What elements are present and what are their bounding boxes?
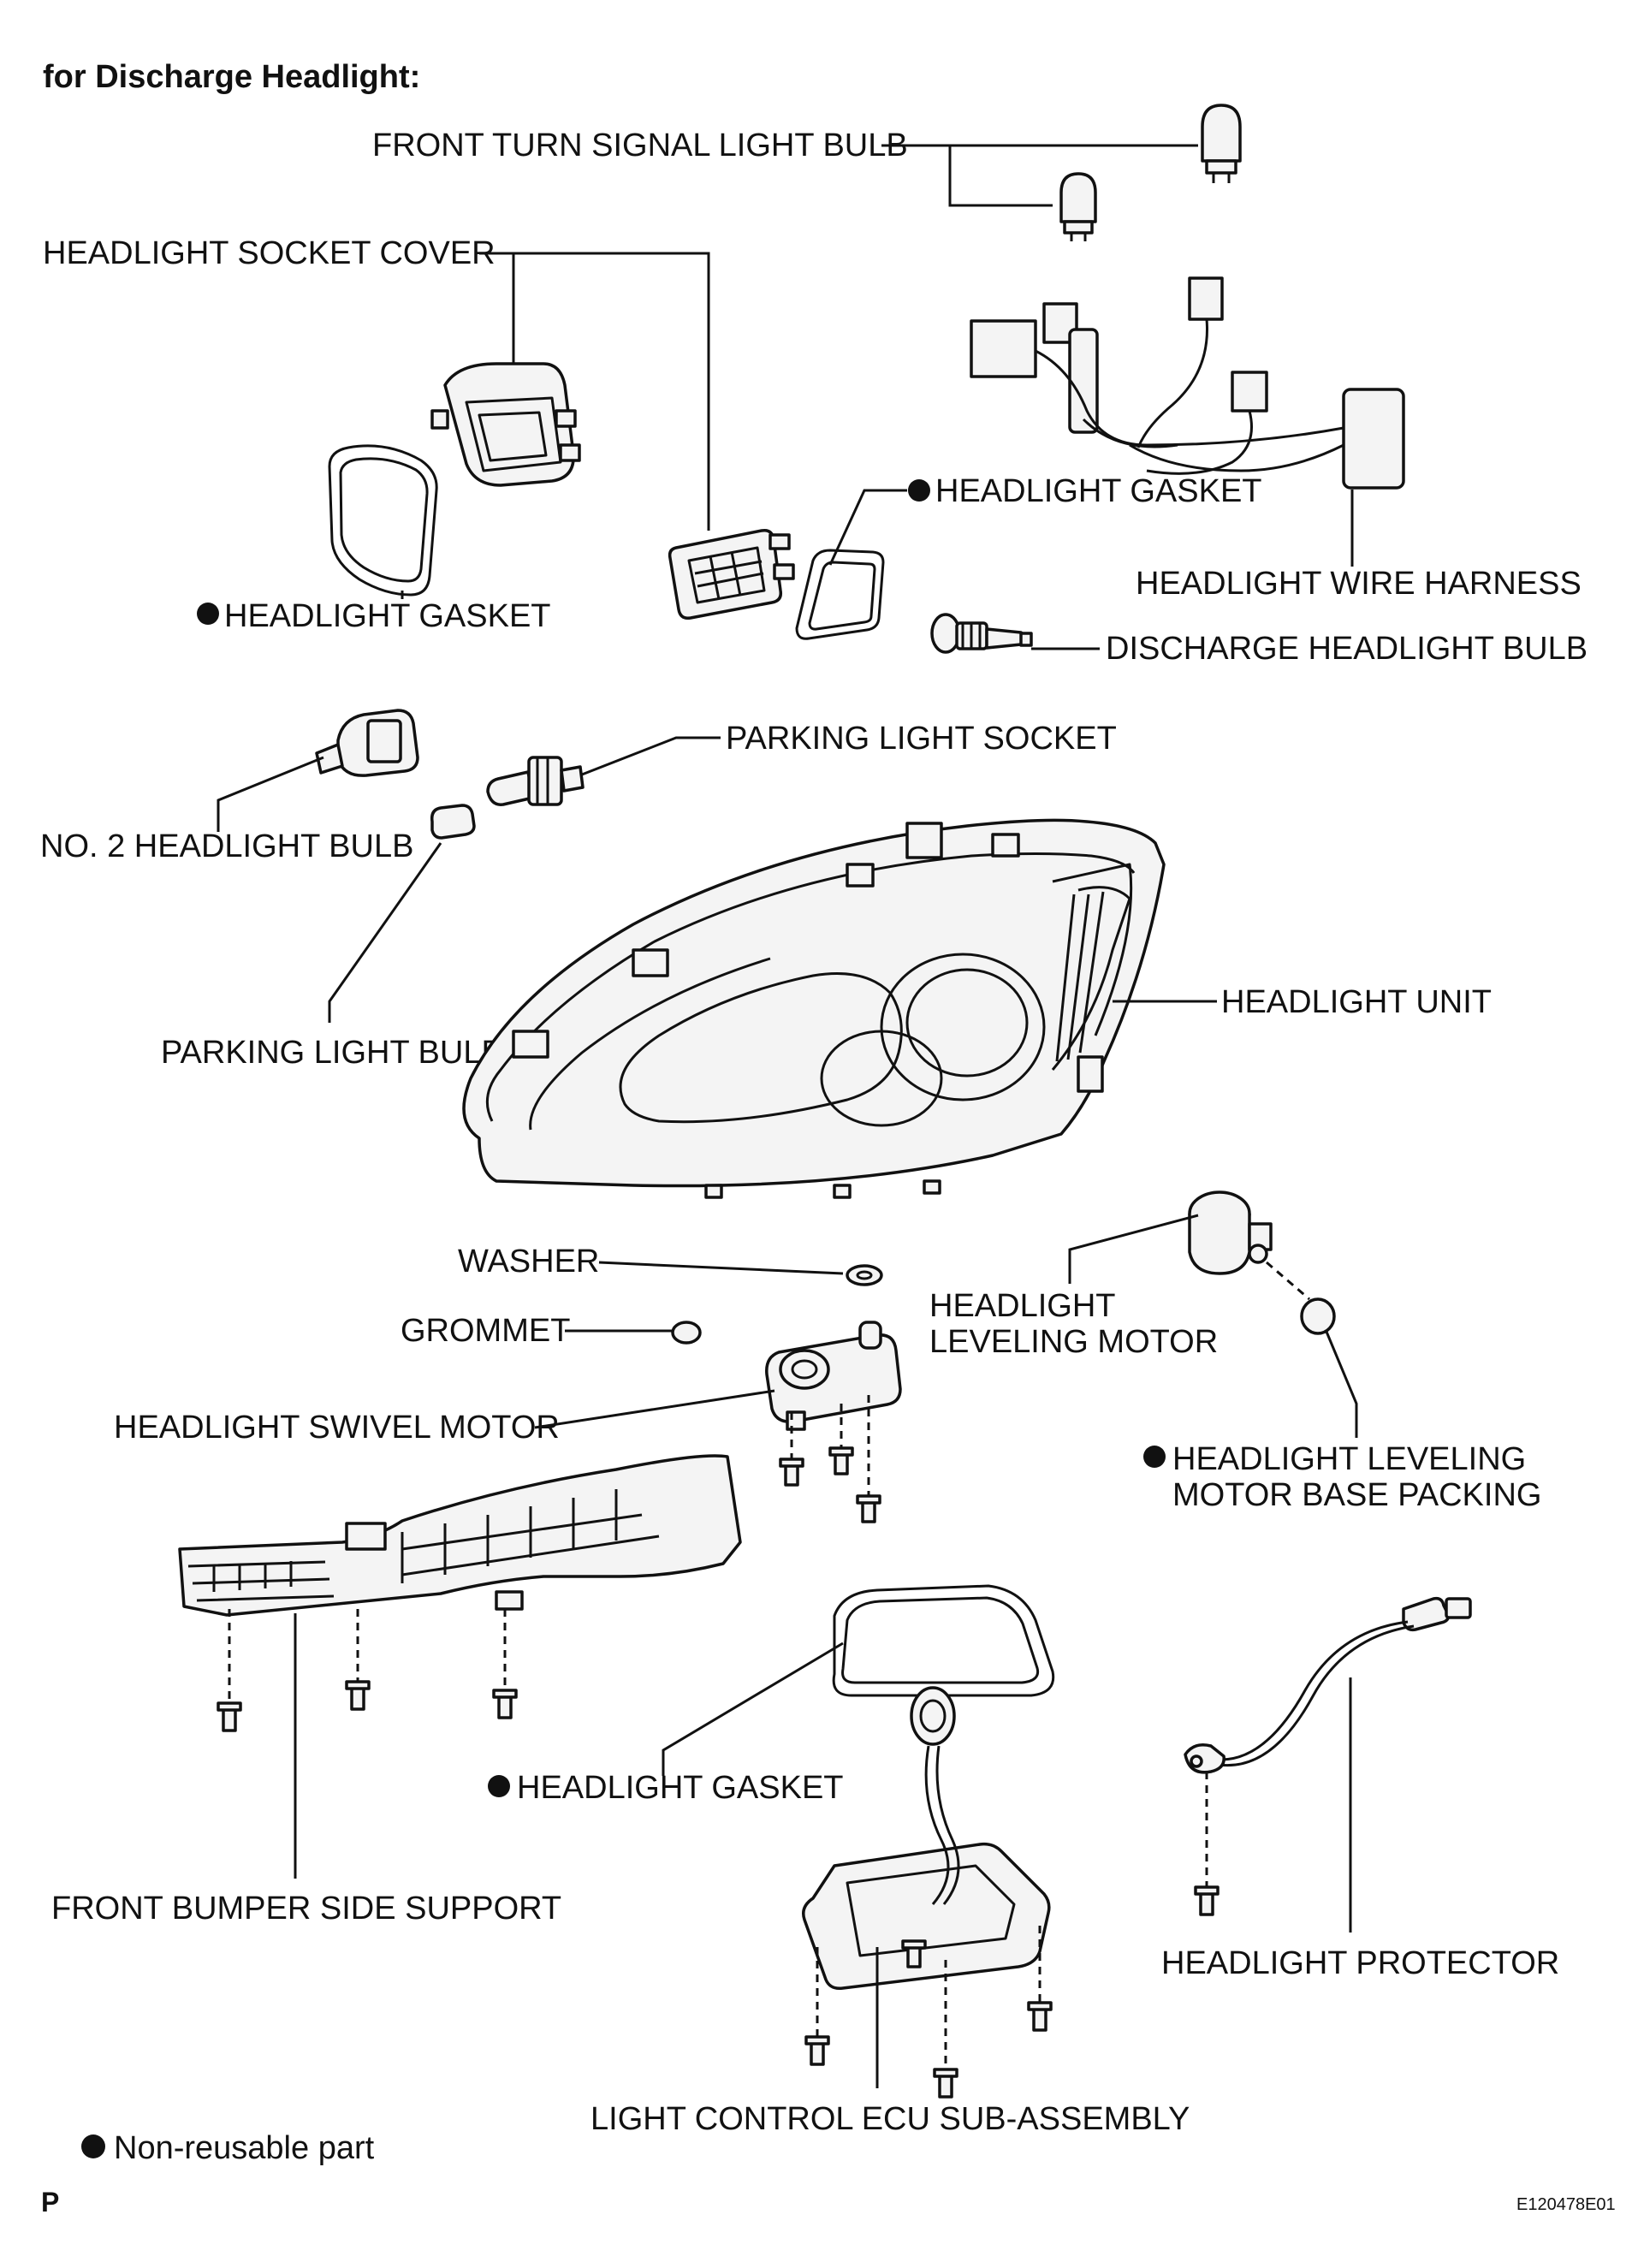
non-reusable-mark-icon — [197, 603, 219, 625]
light-control-ecu — [802, 1686, 1051, 1991]
non-reusable-mark-icon — [488, 1775, 510, 1797]
headlight-wire-harness-callout: HEADLIGHT WIRE HARNESS — [1136, 490, 1582, 602]
headlight-protector-callout: HEADLIGHT PROTECTOR — [1161, 1677, 1559, 1981]
label-no2-headlight-bulb: NO. 2 HEADLIGHT BULB — [40, 828, 413, 864]
washer-callout: WASHER — [458, 1244, 844, 1279]
figure-id: E120478E01 — [1516, 2195, 1616, 2214]
washer — [846, 1264, 883, 1286]
discharge-headlight-bulb-callout: DISCHARGE HEADLIGHT BULB — [1031, 631, 1587, 667]
label-headlight-unit: HEADLIGHT UNIT — [1221, 984, 1492, 1020]
parking-light-socket-callout: PARKING LIGHT SOCKET — [581, 721, 1117, 776]
no2-headlight-bulb — [315, 709, 419, 777]
label-parking-light-bulb: PARKING LIGHT BULB — [161, 1035, 503, 1071]
label-headlight-gasket-lower: HEADLIGHT GASKET — [517, 1770, 844, 1806]
headlight-gasket-left-callout: HEADLIGHT GASKET — [197, 591, 551, 634]
label-headlight-leveling-motor-2: LEVELING MOTOR — [929, 1324, 1218, 1360]
headlight-leveling-motor — [1188, 1190, 1273, 1275]
parking-light-bulb — [430, 804, 476, 840]
non-reusable-mark-icon — [1143, 1446, 1166, 1468]
bumper-support-screws — [217, 1609, 518, 1732]
label-base-packing-2: MOTOR BASE PACKING — [1172, 1477, 1541, 1513]
headlight-swivel-motor-callout: HEADLIGHT SWIVEL MOTOR — [114, 1389, 775, 1446]
diagram-title: for Discharge Headlight: — [43, 59, 420, 95]
headlight-gasket-upper-right-callout: HEADLIGHT GASKET — [828, 473, 1262, 566]
non-reusable-mark-icon — [81, 2134, 105, 2158]
headlight-unit-callout: HEADLIGHT UNIT — [1113, 984, 1492, 1020]
headlight-socket-cover — [430, 362, 581, 487]
non-reusable-mark-icon — [908, 479, 930, 502]
discharge-headlight-bulb — [930, 613, 1033, 654]
parking-light-socket — [486, 756, 585, 806]
protector-screw — [1194, 1772, 1220, 1916]
legend: Non-reusable part — [81, 2130, 375, 2166]
leveling-motor-base-packing-callout: HEADLIGHT LEVELING MOTOR BASE PACKING — [1143, 1331, 1541, 1513]
label-parking-light-socket: PARKING LIGHT SOCKET — [726, 721, 1117, 757]
headlight-gasket-upper-right-ring — [795, 549, 885, 640]
front-bumper-side-support-callout: FRONT BUMPER SIDE SUPPORT — [51, 1613, 561, 1927]
headlight-protector — [1184, 1596, 1472, 1774]
label-headlight-socket-cover: HEADLIGHT SOCKET COVER — [43, 235, 496, 271]
footer-code: P — [41, 2187, 59, 2218]
label-headlight-leveling-motor-1: HEADLIGHT — [929, 1288, 1115, 1324]
label-headlight-wire-harness: HEADLIGHT WIRE HARNESS — [1136, 566, 1582, 602]
grommet — [671, 1321, 702, 1345]
front-bumper-side-support — [178, 1454, 742, 1617]
label-front-turn-signal-light-bulb: FRONT TURN SIGNAL LIGHT BULB — [372, 128, 908, 163]
turn-signal-bulb-2 — [1059, 172, 1097, 241]
grommet-callout: GROMMET — [401, 1313, 672, 1349]
headlight-wire-harness — [970, 276, 1405, 490]
headlight-gasket-left-ring — [328, 444, 438, 597]
label-headlight-swivel-motor: HEADLIGHT SWIVEL MOTOR — [114, 1410, 560, 1446]
ecu-screws — [804, 1926, 1053, 2099]
label-discharge-headlight-bulb: DISCHARGE HEADLIGHT BULB — [1106, 631, 1587, 667]
headlight-gasket-lower-ring — [832, 1584, 1055, 1697]
label-base-packing-1: HEADLIGHT LEVELING — [1172, 1441, 1526, 1477]
label-headlight-gasket-upper-right: HEADLIGHT GASKET — [935, 473, 1262, 509]
label-headlight-protector: HEADLIGHT PROTECTOR — [1161, 1945, 1559, 1981]
legend-non-reusable-label: Non-reusable part — [114, 2130, 375, 2166]
headlight-socket-cover-callout: HEADLIGHT SOCKET COVER — [43, 235, 710, 531]
headlight-swivel-motor — [765, 1321, 902, 1431]
front-turn-signal-light-bulb-callout: FRONT TURN SIGNAL LIGHT BULB — [372, 128, 1198, 207]
light-control-ecu-callout: LIGHT CONTROL ECU SUB-ASSEMBLY — [590, 1947, 1190, 2137]
headlight-leveling-motor-callout: HEADLIGHT LEVELING MOTOR — [929, 1214, 1218, 1360]
headlight-gasket-lower-callout: HEADLIGHT GASKET — [488, 1642, 844, 1806]
headlight-socket-cap — [668, 528, 795, 620]
label-light-control-ecu: LIGHT CONTROL ECU SUB-ASSEMBLY — [590, 2101, 1190, 2137]
swivel-motor-screws — [779, 1395, 881, 1523]
parking-light-bulb-callout: PARKING LIGHT BULB — [161, 842, 503, 1071]
turn-signal-bulb-1 — [1201, 104, 1242, 183]
label-front-bumper-side-support: FRONT BUMPER SIDE SUPPORT — [51, 1891, 561, 1927]
no2-headlight-bulb-callout: NO. 2 HEADLIGHT BULB — [40, 756, 413, 864]
label-headlight-gasket-left: HEADLIGHT GASKET — [224, 598, 551, 634]
label-grommet: GROMMET — [401, 1313, 570, 1349]
leveling-motor-base-packing — [1266, 1261, 1336, 1335]
headlight-unit — [462, 818, 1166, 1199]
label-washer: WASHER — [458, 1244, 599, 1279]
